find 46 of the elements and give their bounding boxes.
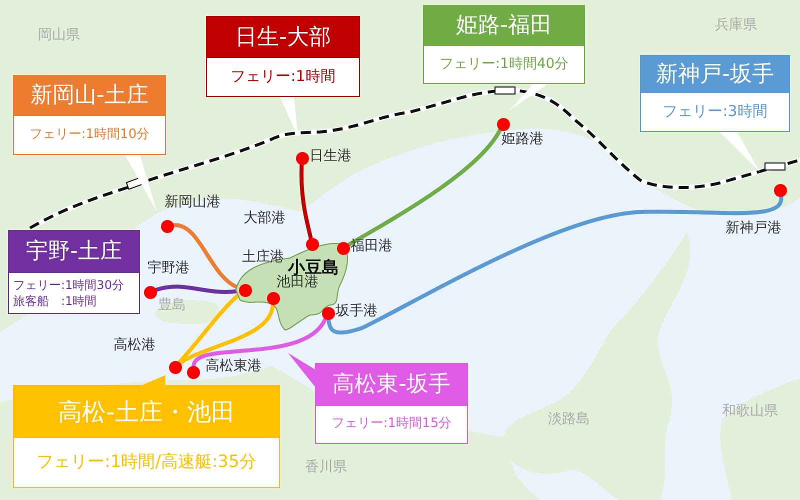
place-name: 兵庫県 xyxy=(715,16,757,34)
callout-title: 新神戸-坂手 xyxy=(641,56,789,93)
callout-text: フェリー:1時間15分 xyxy=(330,415,453,433)
port-name: 宇野港 xyxy=(148,260,190,276)
callout-box xyxy=(13,385,280,488)
port-name: 日生港 xyxy=(310,148,352,164)
callout-title: 高松-土庄・池田 xyxy=(14,386,279,438)
callout-text: フェリー:1時間40分 xyxy=(438,55,570,74)
port-name: 福田港 xyxy=(350,238,392,254)
port-name: 新岡山港 xyxy=(164,194,220,210)
ferry-route xyxy=(299,162,313,240)
callout-pointer xyxy=(125,155,157,212)
port-name: 新神戸港 xyxy=(726,220,782,236)
place-name: 豊島 xyxy=(158,296,186,314)
callout-title: 姫路-福田 xyxy=(424,6,584,46)
callout-pointer xyxy=(280,97,298,137)
place-name: 和歌山県 xyxy=(722,402,778,420)
callout-text: 旅客船 :1時間 xyxy=(12,292,98,308)
callout-title: 宇野-土庄 xyxy=(9,231,139,273)
port-name: 坂手港 xyxy=(336,302,378,318)
callout-box xyxy=(13,75,166,155)
port-name: 姫路港 xyxy=(502,130,544,146)
callout-pointer xyxy=(720,132,760,172)
callout-pointer xyxy=(288,353,316,388)
ferry-route xyxy=(192,316,328,368)
callout-text: フェリー:1時間 xyxy=(230,66,336,87)
place-name: 岡山県 xyxy=(38,26,80,44)
callout-box xyxy=(8,230,140,314)
port-name: 高松港 xyxy=(114,336,156,352)
callout-box xyxy=(315,363,468,444)
ferry-route xyxy=(346,128,502,247)
ferry-route xyxy=(178,302,275,366)
callout-box xyxy=(206,16,360,97)
port-name: 大部港 xyxy=(244,210,286,226)
callout-pointer xyxy=(510,84,548,110)
callout-text: フェリー:1時間/高速艇:35分 xyxy=(36,451,258,474)
ferry-route xyxy=(326,194,784,335)
place-name: 淡路島 xyxy=(548,410,590,428)
port-name: 高松東港 xyxy=(206,358,262,374)
callout-text: フェリー:1時間30分 xyxy=(12,276,125,292)
callout-box xyxy=(423,5,585,84)
callout-title: 日生-大部 xyxy=(207,17,359,58)
place-name: 香川県 xyxy=(305,458,347,476)
callout-text: フェリー:3時間 xyxy=(662,101,768,122)
callout-title: 新岡山-土庄 xyxy=(14,76,165,116)
callout-text: フェリー:1時間10分 xyxy=(28,126,151,144)
